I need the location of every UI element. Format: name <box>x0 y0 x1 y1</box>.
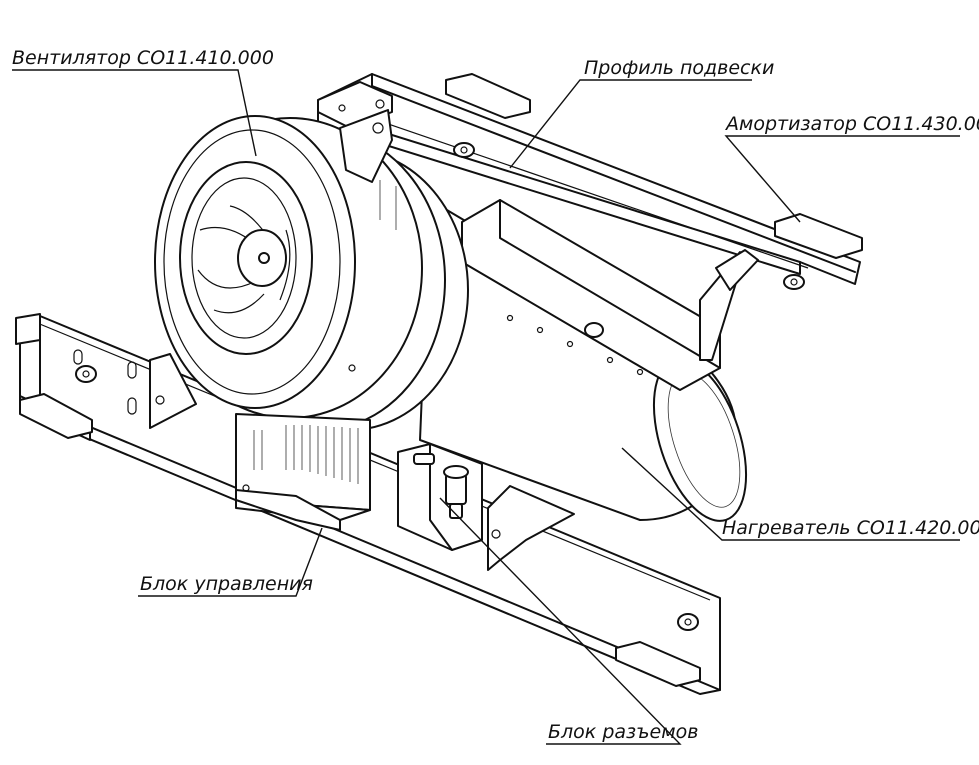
suspension-profile-label: Профиль подвески <box>584 57 774 79</box>
bolt-row <box>506 314 644 376</box>
suspension-profile-back <box>317 73 863 290</box>
fan-label: Вентилятор СО11.410.000 <box>12 47 274 69</box>
leader-lines <box>12 69 960 745</box>
shock-absorber-label: Амортизатор СО11.430.000 <box>724 113 979 135</box>
wing-nut-icon <box>783 274 805 290</box>
heater-body <box>419 199 759 522</box>
wing-nut-icon <box>677 613 699 631</box>
vent-grille <box>253 425 359 484</box>
wing-nut-icon <box>75 365 97 383</box>
heater-lower-bracket <box>487 485 575 571</box>
heater-label: Нагреватель СО11.420.000 <box>722 517 979 539</box>
impeller-icon <box>197 205 291 314</box>
connector-plug-icon <box>443 465 469 519</box>
control-unit-label: Блок управления <box>140 573 313 595</box>
wing-nut-icon <box>453 142 475 158</box>
control-unit <box>235 413 371 531</box>
connector-unit <box>397 443 483 551</box>
fan <box>149 109 469 431</box>
connector-unit-label: Блок разъемов <box>548 721 698 743</box>
